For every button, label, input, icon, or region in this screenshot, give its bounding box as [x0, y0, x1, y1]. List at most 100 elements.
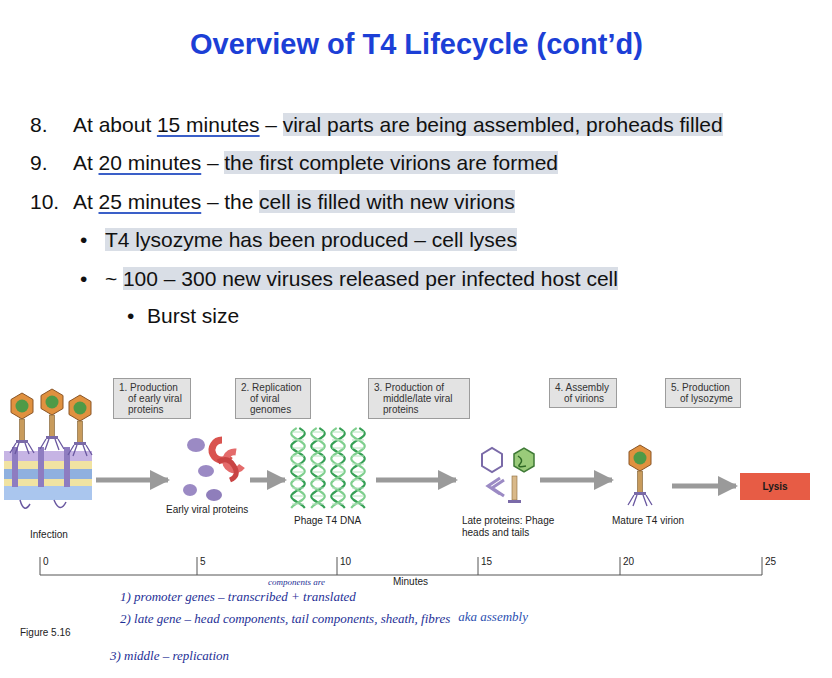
phage-dna — [352, 488, 364, 489]
step-label: 1. Production of early viral proteins — [119, 382, 182, 415]
phage-dna — [292, 432, 304, 433]
phage-dna — [291, 428, 365, 508]
phage-dna — [332, 464, 344, 465]
list-marker: 9. — [30, 151, 48, 175]
mature-virion — [628, 445, 652, 506]
list-line: At 20 minutes–the first complete virions … — [73, 151, 558, 175]
step-label: 4. Assembly of virions — [555, 382, 609, 404]
handwritten-note: 2) late gene – head components, tail com… — [120, 611, 450, 627]
phage-dna — [312, 448, 324, 449]
early-viral-proteins — [183, 438, 242, 501]
cell-membrane — [38, 447, 44, 487]
phage-dna — [332, 504, 344, 505]
step-box: 1. Production of early viral proteins — [113, 378, 191, 419]
phage-dna — [331, 428, 345, 508]
phage-dna — [291, 428, 305, 508]
late-proteins — [482, 448, 502, 472]
list-text: At — [73, 190, 93, 213]
early-viral-proteins — [187, 438, 205, 452]
step-box: 3. Production of middle/late viral prote… — [368, 378, 470, 419]
step-box: 5. Production of lysozyme — [665, 378, 741, 408]
phage-dna — [332, 480, 344, 481]
step-label: 3. Production of middle/late viral prote… — [374, 382, 452, 415]
phage-dna — [292, 480, 304, 481]
list-marker: 10. — [30, 190, 59, 214]
handwritten-note: components are — [268, 577, 325, 587]
axis-tick: 10 — [340, 556, 351, 568]
time-axis — [478, 557, 479, 575]
list-marker: 8. — [30, 113, 48, 137]
cell-membrane — [4, 447, 92, 508]
axis-tick: 0 — [43, 556, 49, 568]
time-axis — [762, 557, 763, 575]
mature-virion — [628, 445, 652, 506]
time-point: 15 minutes — [157, 113, 260, 136]
late-proteins — [512, 476, 517, 500]
phage-dna — [312, 488, 324, 489]
step-box: 4. Assembly of virions — [549, 378, 617, 408]
phage-dna — [332, 488, 344, 489]
time-axis — [40, 557, 41, 575]
early-viral-proteins — [206, 489, 222, 501]
time-point: 20 minutes — [99, 151, 202, 174]
list-text: ~ — [105, 267, 117, 290]
cell-membrane — [20, 500, 66, 508]
list-text: 100 – 300 new viruses released per infec… — [123, 267, 618, 290]
stage-label: Phage T4 DNA — [294, 515, 361, 527]
phage-dna — [351, 428, 365, 508]
list-line: At about15 minutes–viral parts are being… — [73, 113, 723, 137]
list-text: – — [207, 151, 219, 174]
list-marker: • — [80, 267, 87, 291]
phage-dna — [352, 496, 364, 497]
axis-tick: 25 — [765, 556, 776, 568]
time-axis — [40, 575, 762, 576]
time-axis — [620, 557, 621, 575]
phage-dna — [312, 496, 324, 497]
phage-dna — [352, 456, 364, 457]
phage-dna — [292, 456, 304, 457]
phage-dna — [311, 428, 325, 508]
list-text: T4 lysozyme has been produced – cell lys… — [105, 228, 517, 251]
time-axis — [40, 557, 762, 575]
list-line: At25 minutes–thecell is filled with new … — [73, 190, 515, 214]
phage-dna — [292, 488, 304, 489]
late-proteins — [514, 448, 534, 472]
step-box: 2. Replication of viral genomes — [235, 378, 311, 419]
list-line: T4 lysozyme has been produced – cell lys… — [105, 228, 517, 252]
phage-dna — [311, 428, 325, 508]
stage-label: Mature T4 virion — [612, 515, 684, 527]
phage-dna — [292, 504, 304, 505]
early-viral-proteins — [218, 460, 236, 480]
figure-number: Figure 5.16 — [20, 627, 71, 639]
axis-tick: 15 — [481, 556, 492, 568]
phage-dna — [352, 448, 364, 449]
phage-dna — [292, 496, 304, 497]
phage-dna — [352, 440, 364, 441]
stage-label: Late proteins: Phage heads and tails — [462, 515, 562, 539]
axis-title: Minutes — [393, 576, 428, 588]
late-proteins — [518, 456, 526, 467]
slide-title: Overview of T4 Lifecycle (cont’d) — [190, 28, 643, 61]
late-proteins — [508, 500, 521, 503]
phage-dna — [352, 472, 364, 473]
cell-membrane — [4, 486, 92, 500]
phage-dna — [312, 480, 324, 481]
phage-dna — [312, 472, 324, 473]
list-text: cell is filled with new virions — [259, 190, 515, 213]
phage-dna — [332, 456, 344, 457]
phage-dna — [291, 428, 305, 508]
phage-dna — [292, 440, 304, 441]
phage-dna — [332, 432, 344, 433]
phage-dna — [292, 448, 304, 449]
phage-dna — [312, 464, 324, 465]
late-proteins — [482, 448, 534, 503]
process-arrows — [672, 484, 736, 489]
phage-dna — [352, 432, 364, 433]
list-text: At about — [73, 113, 151, 136]
list-text: Burst size — [147, 304, 239, 327]
list-text: viral parts are being assembled, prohead… — [283, 113, 723, 136]
phage-dna — [332, 448, 344, 449]
phage-dna — [312, 456, 324, 457]
list-text: the first complete virions are formed — [224, 151, 558, 174]
list-text: At — [73, 151, 93, 174]
